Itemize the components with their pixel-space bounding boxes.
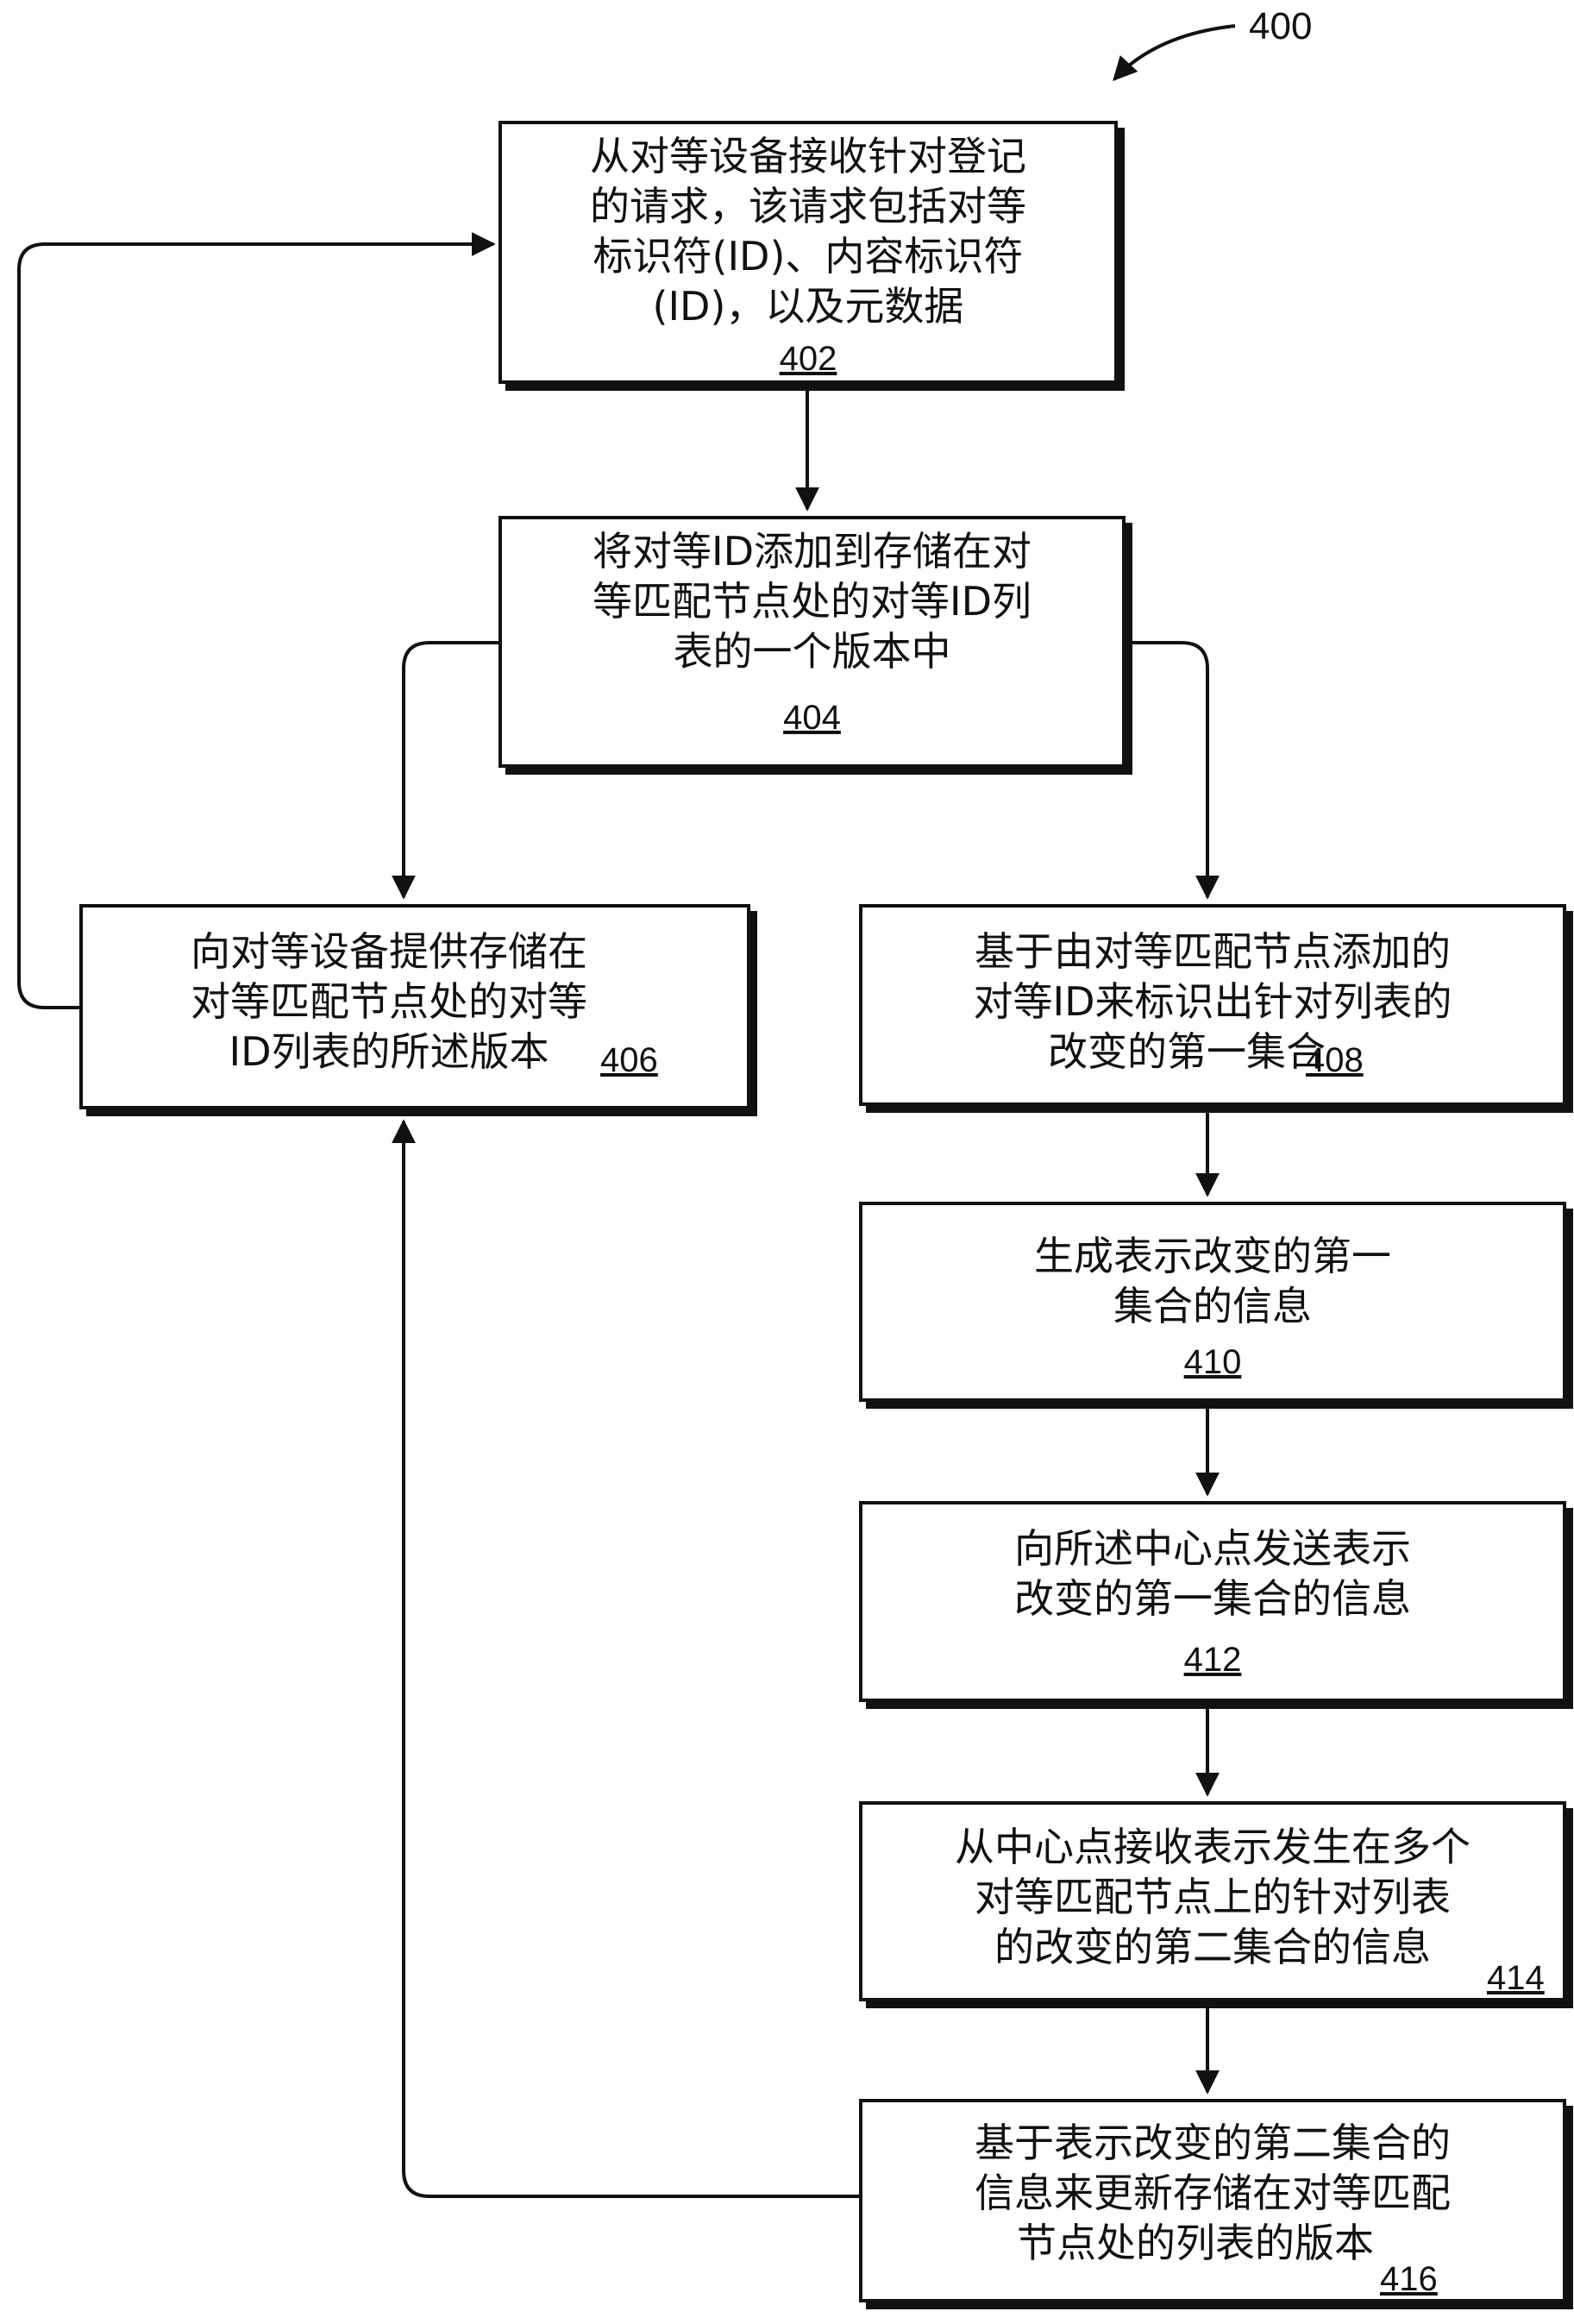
step-402-line-1: 从对等设备接收针对登记 bbox=[590, 133, 1026, 179]
step-414-line-3: 的改变的第二集合的信息 bbox=[994, 1924, 1431, 1970]
step-412-line-2: 改变的第一集合的信息 bbox=[1014, 1575, 1411, 1622]
step-box-402: 从对等设备接收针对登记 的请求，该请求包括对等 标识符(ID)、内容标识符 (I… bbox=[499, 121, 1118, 384]
step-412-line-1: 向所述中心点发送表示 bbox=[1014, 1525, 1411, 1572]
arrow-404-406 bbox=[392, 641, 499, 900]
step-408-line-3: 改变的第一集合 bbox=[1048, 1028, 1326, 1075]
step-406-line-2: 对等匹配节点处的对等 bbox=[191, 978, 587, 1025]
step-402-ref: 402 bbox=[779, 340, 837, 378]
step-box-406: 向对等设备提供存储在 对等匹配节点处的对等 ID列表的所述版本 406 bbox=[79, 904, 750, 1109]
step-404-line-2: 等匹配节点处的对等ID列 bbox=[593, 578, 1032, 625]
step-box-414: 从中心点接收表示发生在多个 对等匹配节点上的针对列表 的改变的第二集合的信息 4… bbox=[859, 1801, 1566, 2001]
step-416-ref: 416 bbox=[1380, 2260, 1438, 2298]
step-416-line-1: 基于表示改变的第二集合的 bbox=[975, 2120, 1451, 2166]
step-416-line-3: 节点处的列表的版本 bbox=[1017, 2220, 1374, 2266]
step-408-ref: 408 bbox=[1306, 1041, 1364, 1079]
step-414-line-1: 从中心点接收表示发生在多个 bbox=[955, 1824, 1471, 1870]
arrow-404-408 bbox=[1126, 641, 1220, 900]
arrow-406-402 bbox=[17, 232, 496, 1009]
step-box-410: 生成表示改变的第一 集合的信息 410 bbox=[859, 1202, 1566, 1402]
step-404-line-3: 表的一个版本中 bbox=[673, 628, 951, 675]
step-box-416: 基于表示改变的第二集合的 信息来更新存储在对等匹配 节点处的列表的版本 416 bbox=[859, 2099, 1566, 2302]
step-412-ref: 412 bbox=[1183, 1641, 1242, 1679]
step-402-line-3: 标识符(ID)、内容标识符 bbox=[593, 233, 1024, 280]
step-402-line-4: (ID)，以及元数据 bbox=[652, 283, 964, 330]
step-404-line-1: 将对等ID添加到存储在对 bbox=[593, 528, 1032, 575]
figure-number: 400 bbox=[1249, 5, 1313, 47]
step-408-line-1: 基于由对等匹配节点添加的 bbox=[975, 928, 1451, 975]
step-414-line-2: 对等匹配节点上的针对列表 bbox=[975, 1874, 1451, 1920]
step-box-412: 向所述中心点发送表示 改变的第一集合的信息 412 bbox=[859, 1501, 1566, 1702]
step-box-408: 基于由对等匹配节点添加的 对等ID来标识出针对列表的 改变的第一集合 408 bbox=[859, 904, 1566, 1106]
step-410-ref: 410 bbox=[1183, 1343, 1242, 1381]
figure-callout-arrow bbox=[1113, 24, 1236, 82]
step-406-line-1: 向对等设备提供存储在 bbox=[191, 928, 587, 975]
arrow-416-406 bbox=[392, 1119, 859, 2198]
step-406-line-3: ID列表的所述版本 bbox=[229, 1028, 549, 1075]
step-410-line-1: 生成表示改变的第一 bbox=[1034, 1233, 1391, 1279]
step-414-ref: 414 bbox=[1487, 1959, 1545, 1997]
step-410-line-2: 集合的信息 bbox=[1113, 1283, 1312, 1329]
step-402-line-2: 的请求，该请求包括对等 bbox=[590, 183, 1026, 229]
step-408-line-2: 对等ID来标识出针对列表的 bbox=[973, 978, 1452, 1025]
step-box-404: 将对等ID添加到存储在对 等匹配节点处的对等ID列 表的一个版本中 404 bbox=[499, 516, 1126, 768]
step-404-ref: 404 bbox=[783, 699, 841, 737]
step-416-line-2: 信息来更新存储在对等匹配 bbox=[975, 2170, 1451, 2216]
step-406-ref: 406 bbox=[600, 1041, 658, 1079]
